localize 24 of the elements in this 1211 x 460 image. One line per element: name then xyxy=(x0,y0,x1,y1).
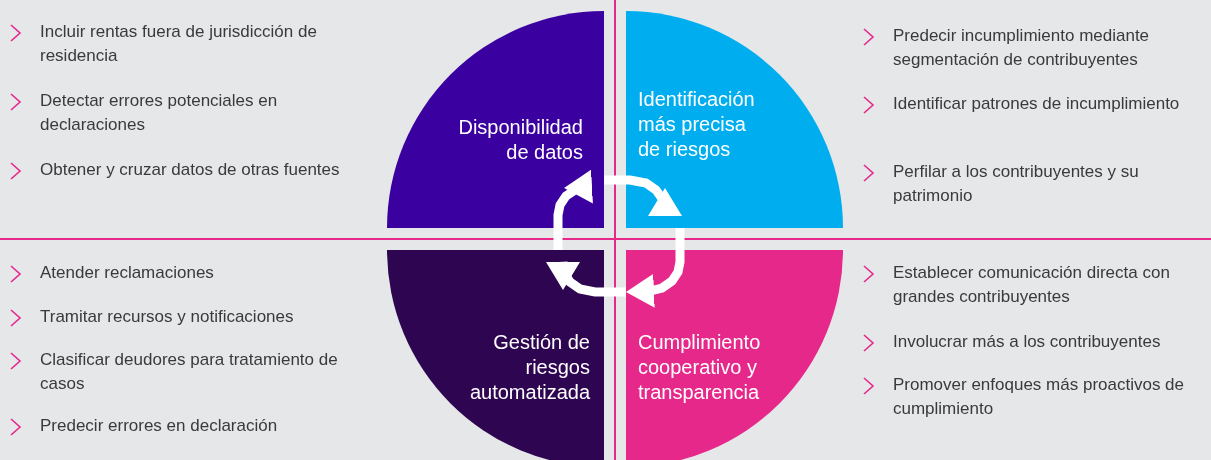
curved-arrow xyxy=(626,228,685,308)
curved-arrow xyxy=(553,169,593,250)
quadrant-segment xyxy=(626,11,843,228)
bullet-text: Establecer comunicación directa con grandes contribuyentes xyxy=(893,262,1171,308)
bullet-text: Promover enfoques más proactivos de cumplimiento xyxy=(893,374,1186,420)
bullet-text: Tramitar recursos y notificaciones xyxy=(40,306,294,328)
bullet-text: Predecir errores en declaración xyxy=(40,415,278,437)
bullet-text: Incluir rentas fuera de jurisdicción de residencia xyxy=(40,21,318,67)
bullet-text: Obtener y cruzar datos de otras fuentes xyxy=(40,159,340,181)
bullet-text: Predecir incumplimiento mediante segmentación de contribuyentes xyxy=(893,25,1151,71)
segment-title: Gestión de riesgos automatizada xyxy=(468,330,590,405)
quadrant-segment xyxy=(387,11,604,228)
bullet-text: Identificar patrones de incumplimiento xyxy=(893,93,1180,115)
segment-title: Disponibilidad de datos xyxy=(457,115,583,165)
segment-title: Cumplimiento cooperativo y transparencia xyxy=(638,330,762,405)
quadrant-segment xyxy=(387,250,604,460)
bullet-text: Involucrar más a los contribuyentes xyxy=(893,331,1161,353)
bullet-text: Detectar errores potenciales en declaraciones xyxy=(40,90,279,136)
curved-arrow xyxy=(604,175,682,216)
quadrant-segment xyxy=(626,250,843,460)
segment-title: Identificación más precisa de riesgos xyxy=(638,87,756,162)
bullet-text: Clasificar deudores para tratamiento de casos xyxy=(40,349,339,395)
bullet-text: Perfilar a los contribuyentes y su patrimonio xyxy=(893,161,1140,207)
bullet-text: Atender reclamaciones xyxy=(40,262,214,284)
